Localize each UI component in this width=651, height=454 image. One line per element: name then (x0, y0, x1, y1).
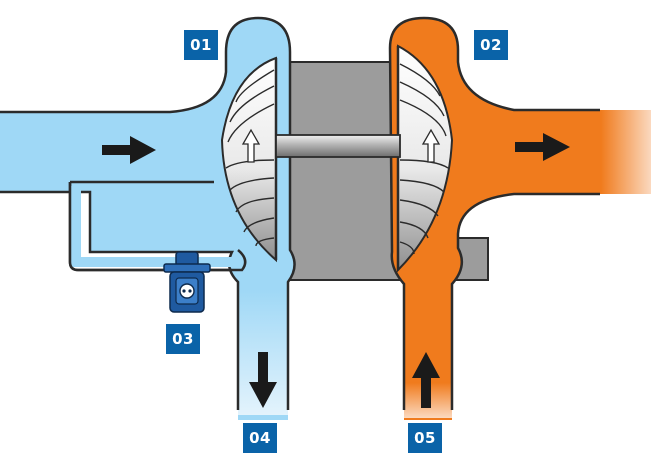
arrow-right-icon (515, 133, 570, 161)
arrow-up-icon (412, 352, 440, 408)
label-exhaust-inlet: 05 (408, 423, 442, 453)
label-compressor: 01 (184, 30, 218, 60)
wastegate-actuator (163, 251, 211, 313)
arrow-up-small-icon (241, 128, 261, 163)
label-wastegate-actuator: 03 (166, 324, 200, 354)
arrow-up-small-icon (421, 128, 441, 163)
label-turbine: 02 (474, 30, 508, 60)
turbo-shaft (275, 134, 401, 158)
label-charge-air-outlet: 04 (243, 423, 277, 453)
arrow-down-icon (249, 352, 277, 408)
arrow-right-icon (102, 136, 156, 164)
turbine-wheel (396, 44, 454, 273)
